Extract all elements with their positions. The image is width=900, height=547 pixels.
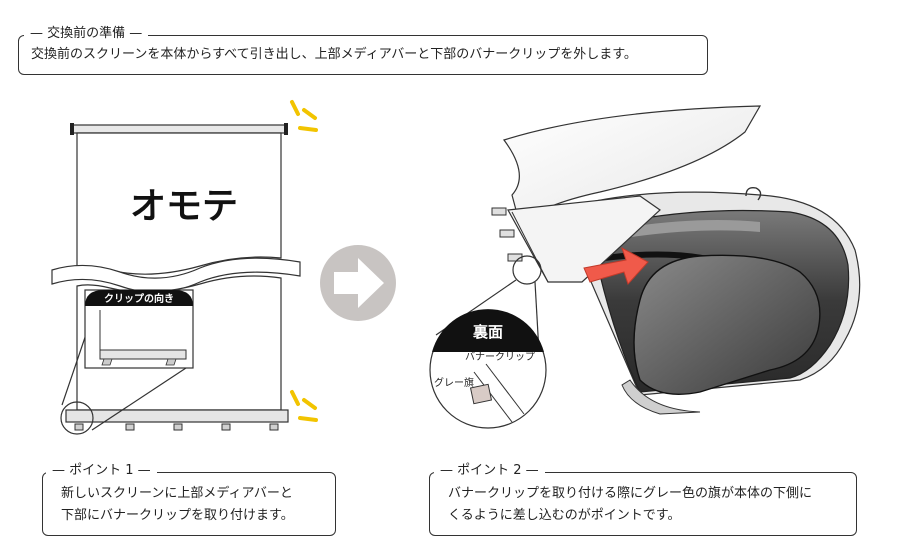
intro-title: 交換前の準備 [24,26,149,42]
back-inset-title: 裏面 [472,323,503,341]
inset-title: クリップの向き [104,292,174,305]
break-band [51,257,301,293]
bottom-bar [65,409,289,423]
end-cap [633,254,821,395]
front-banner: オモテ クリップの向き [51,100,318,435]
accent-marks-bottom [290,390,318,422]
clip-direction-inset: クリップの向き [60,289,194,435]
insert-arrow [583,246,649,285]
clip-label: バナークリップ [465,351,535,363]
intro-text: 交換前のスクリーンを本体からすべて引き出し、上部メディアバーと下部のバナークリッ… [31,47,637,62]
point2-box: バナークリップを取り付ける際にグレー色の旗が本体の下側に くるように差し込むのが… [429,472,857,536]
point1-title: ポイント 1 [46,463,157,479]
front-label: オモテ [130,186,238,227]
point1-line1: 新しいスクリーンに上部メディアバーと [61,486,293,501]
point1-line2: 下部にバナークリップを取り付けます。 [61,508,294,523]
accent-marks-top [290,100,318,132]
gray-flag [469,383,493,405]
roller-housing [491,105,861,415]
flag-label: グレー旗 [434,376,474,389]
point2-line1: バナークリップを取り付ける際にグレー色の旗が本体の下側に [448,486,813,501]
point2-title: ポイント 2 [434,463,545,479]
intro-box: 交換前のスクリーンを本体からすべて引き出し、上部メディアバーと下部のバナークリッ… [18,35,708,75]
top-media-bar [71,124,287,134]
flow-arrow [320,245,396,321]
point2-line2: くるように差し込むのがポイントです。 [448,508,681,523]
magnify-circle-left [60,401,94,435]
back-view-inset: 裏面 バナークリップ グレー旗 [429,255,547,429]
screen-sheet [503,105,762,227]
point1-box: 新しいスクリーンに上部メディアバーと 下部にバナークリップを取り付けます。 [42,472,336,536]
